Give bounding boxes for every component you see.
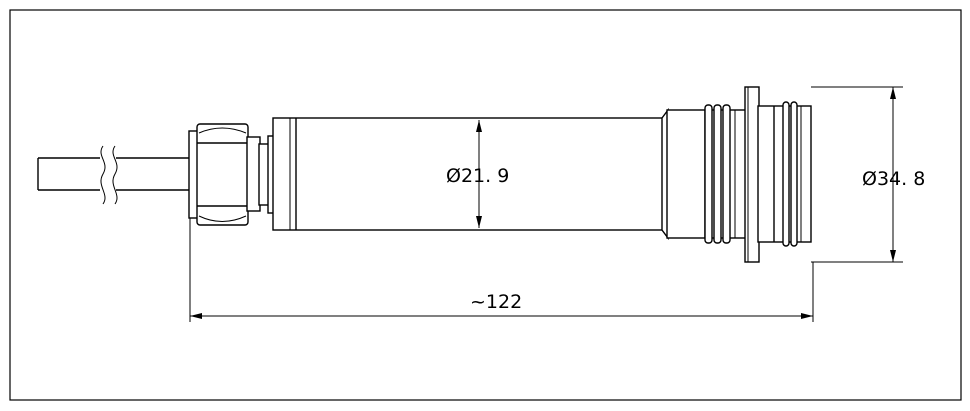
overall-length-label: ~122 <box>470 291 522 313</box>
cable <box>37 145 190 205</box>
hex-nut <box>196 123 249 226</box>
flange-diameter-dimension <box>811 86 903 263</box>
flange-diameter-label: Ø34. 8 <box>862 168 925 190</box>
body-diameter-label: Ø21. 9 <box>446 165 509 187</box>
grooved-section <box>666 104 747 244</box>
drawing-frame <box>9 9 962 401</box>
threaded-neck <box>246 135 275 214</box>
overall-length-dimension <box>189 218 814 322</box>
sensor-body <box>272 117 664 231</box>
flange <box>744 86 812 263</box>
